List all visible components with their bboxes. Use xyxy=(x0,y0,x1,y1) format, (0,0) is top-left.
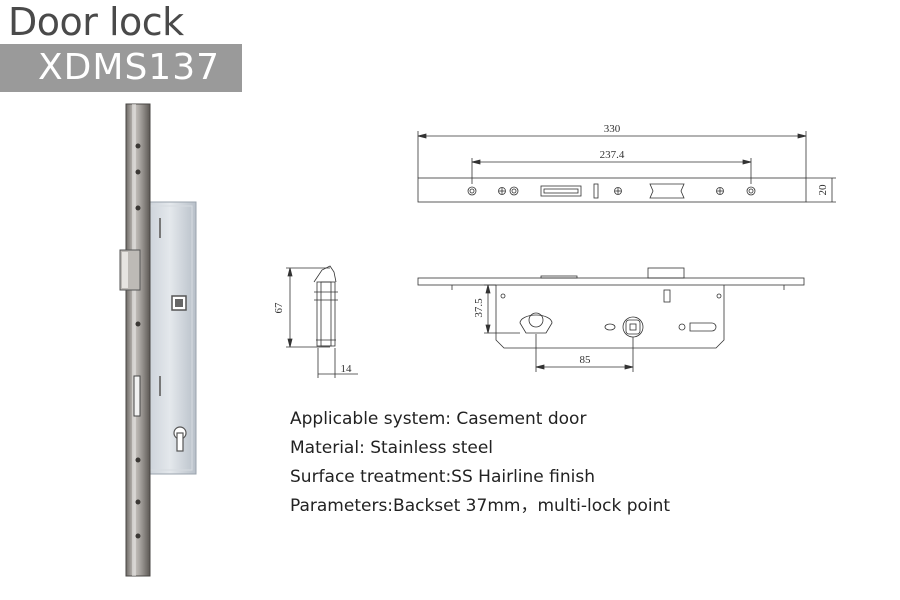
dim-20: 20 xyxy=(817,184,829,196)
mortise-lock-photo-icon xyxy=(119,103,197,577)
dim-14: 14 xyxy=(341,363,353,375)
spec-list: Applicable system: Casement door Materia… xyxy=(290,405,670,521)
spec-applicable-system: Applicable system: Casement door xyxy=(290,409,587,429)
page-title: Door lock xyxy=(8,0,184,44)
dim-330: 330 xyxy=(604,123,621,135)
spec-surface-treatment: Surface treatment:SS Hairline finish xyxy=(290,467,595,487)
spec-parameters: Parameters:Backset 37mm，multi-lock point xyxy=(290,496,671,516)
spec-material: Material: Stainless steel xyxy=(290,438,494,458)
dim-237-4: 237.4 xyxy=(600,149,625,161)
dim-67: 67 xyxy=(273,302,285,314)
dim-37-5: 37.5 xyxy=(473,298,485,318)
model-number: XDMS137 xyxy=(38,47,221,88)
dim-85: 85 xyxy=(580,354,592,366)
model-band: XDMS137 xyxy=(0,44,242,92)
